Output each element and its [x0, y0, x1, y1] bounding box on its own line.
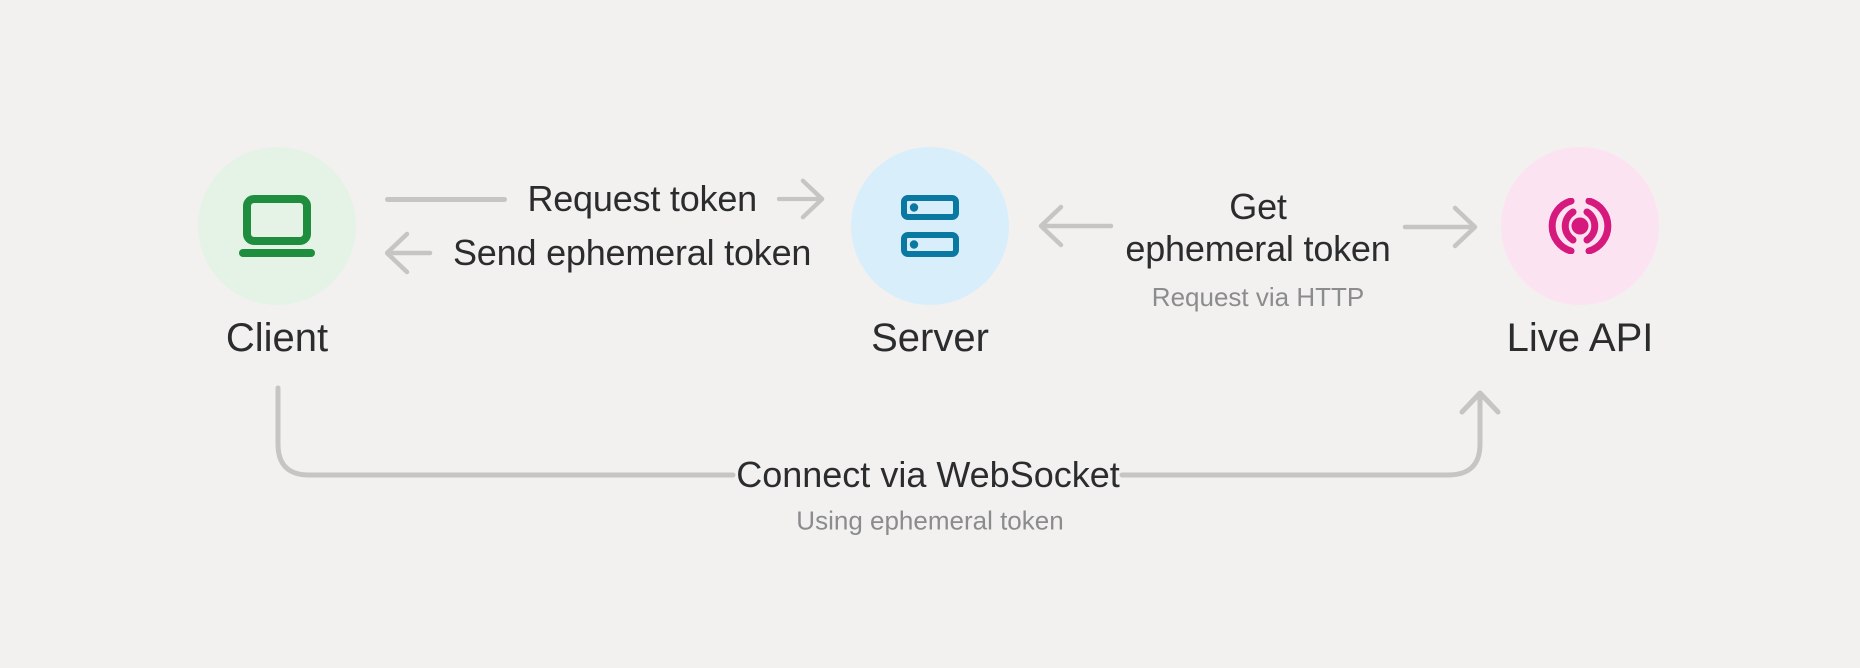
client-server-flows: Request token Send ephemeral token: [385, 172, 825, 280]
arrow-right-icon: [777, 178, 825, 220]
send-ephemeral-token-flow: Send ephemeral token: [385, 226, 825, 280]
server-node-label: Server: [871, 316, 989, 360]
client-node-circle: [198, 147, 356, 305]
client-node-label: Client: [225, 316, 329, 360]
request-via-http-sublabel: Request via HTTP: [1151, 282, 1365, 312]
using-ephemeral-token-sublabel: Using ephemeral token: [796, 505, 1064, 536]
get-ephemeral-token-label-line1: Get: [1229, 186, 1287, 227]
request-token-label: Request token: [527, 178, 757, 219]
arrow-up-icon: [1459, 390, 1501, 415]
get-ephemeral-token-label-line2: ephemeral token: [1125, 228, 1391, 269]
request-token-flow: Request token: [385, 172, 825, 226]
arrow-right-icon: [1402, 205, 1478, 249]
server-node-circle: [851, 147, 1009, 305]
connector-line: [385, 196, 508, 202]
live-broadcast-icon: [1548, 198, 1612, 254]
arrow-left-icon: [385, 231, 433, 275]
arrow-left-icon: [1038, 204, 1114, 248]
get-ephemeral-token-flow: Get ephemeral token Request via HTTP: [1125, 186, 1390, 313]
live-api-node-circle: [1501, 147, 1659, 305]
laptop-icon: [239, 195, 315, 257]
live-api-node-label: Live API: [1506, 316, 1654, 360]
connect-websocket-label: Connect via WebSocket: [736, 454, 1120, 495]
send-ephemeral-token-label: Send ephemeral token: [453, 232, 812, 273]
server-icon: [901, 195, 959, 257]
connector-line-liveapi-segment: [1119, 393, 1483, 478]
connector-line-client-segment: [275, 385, 736, 478]
